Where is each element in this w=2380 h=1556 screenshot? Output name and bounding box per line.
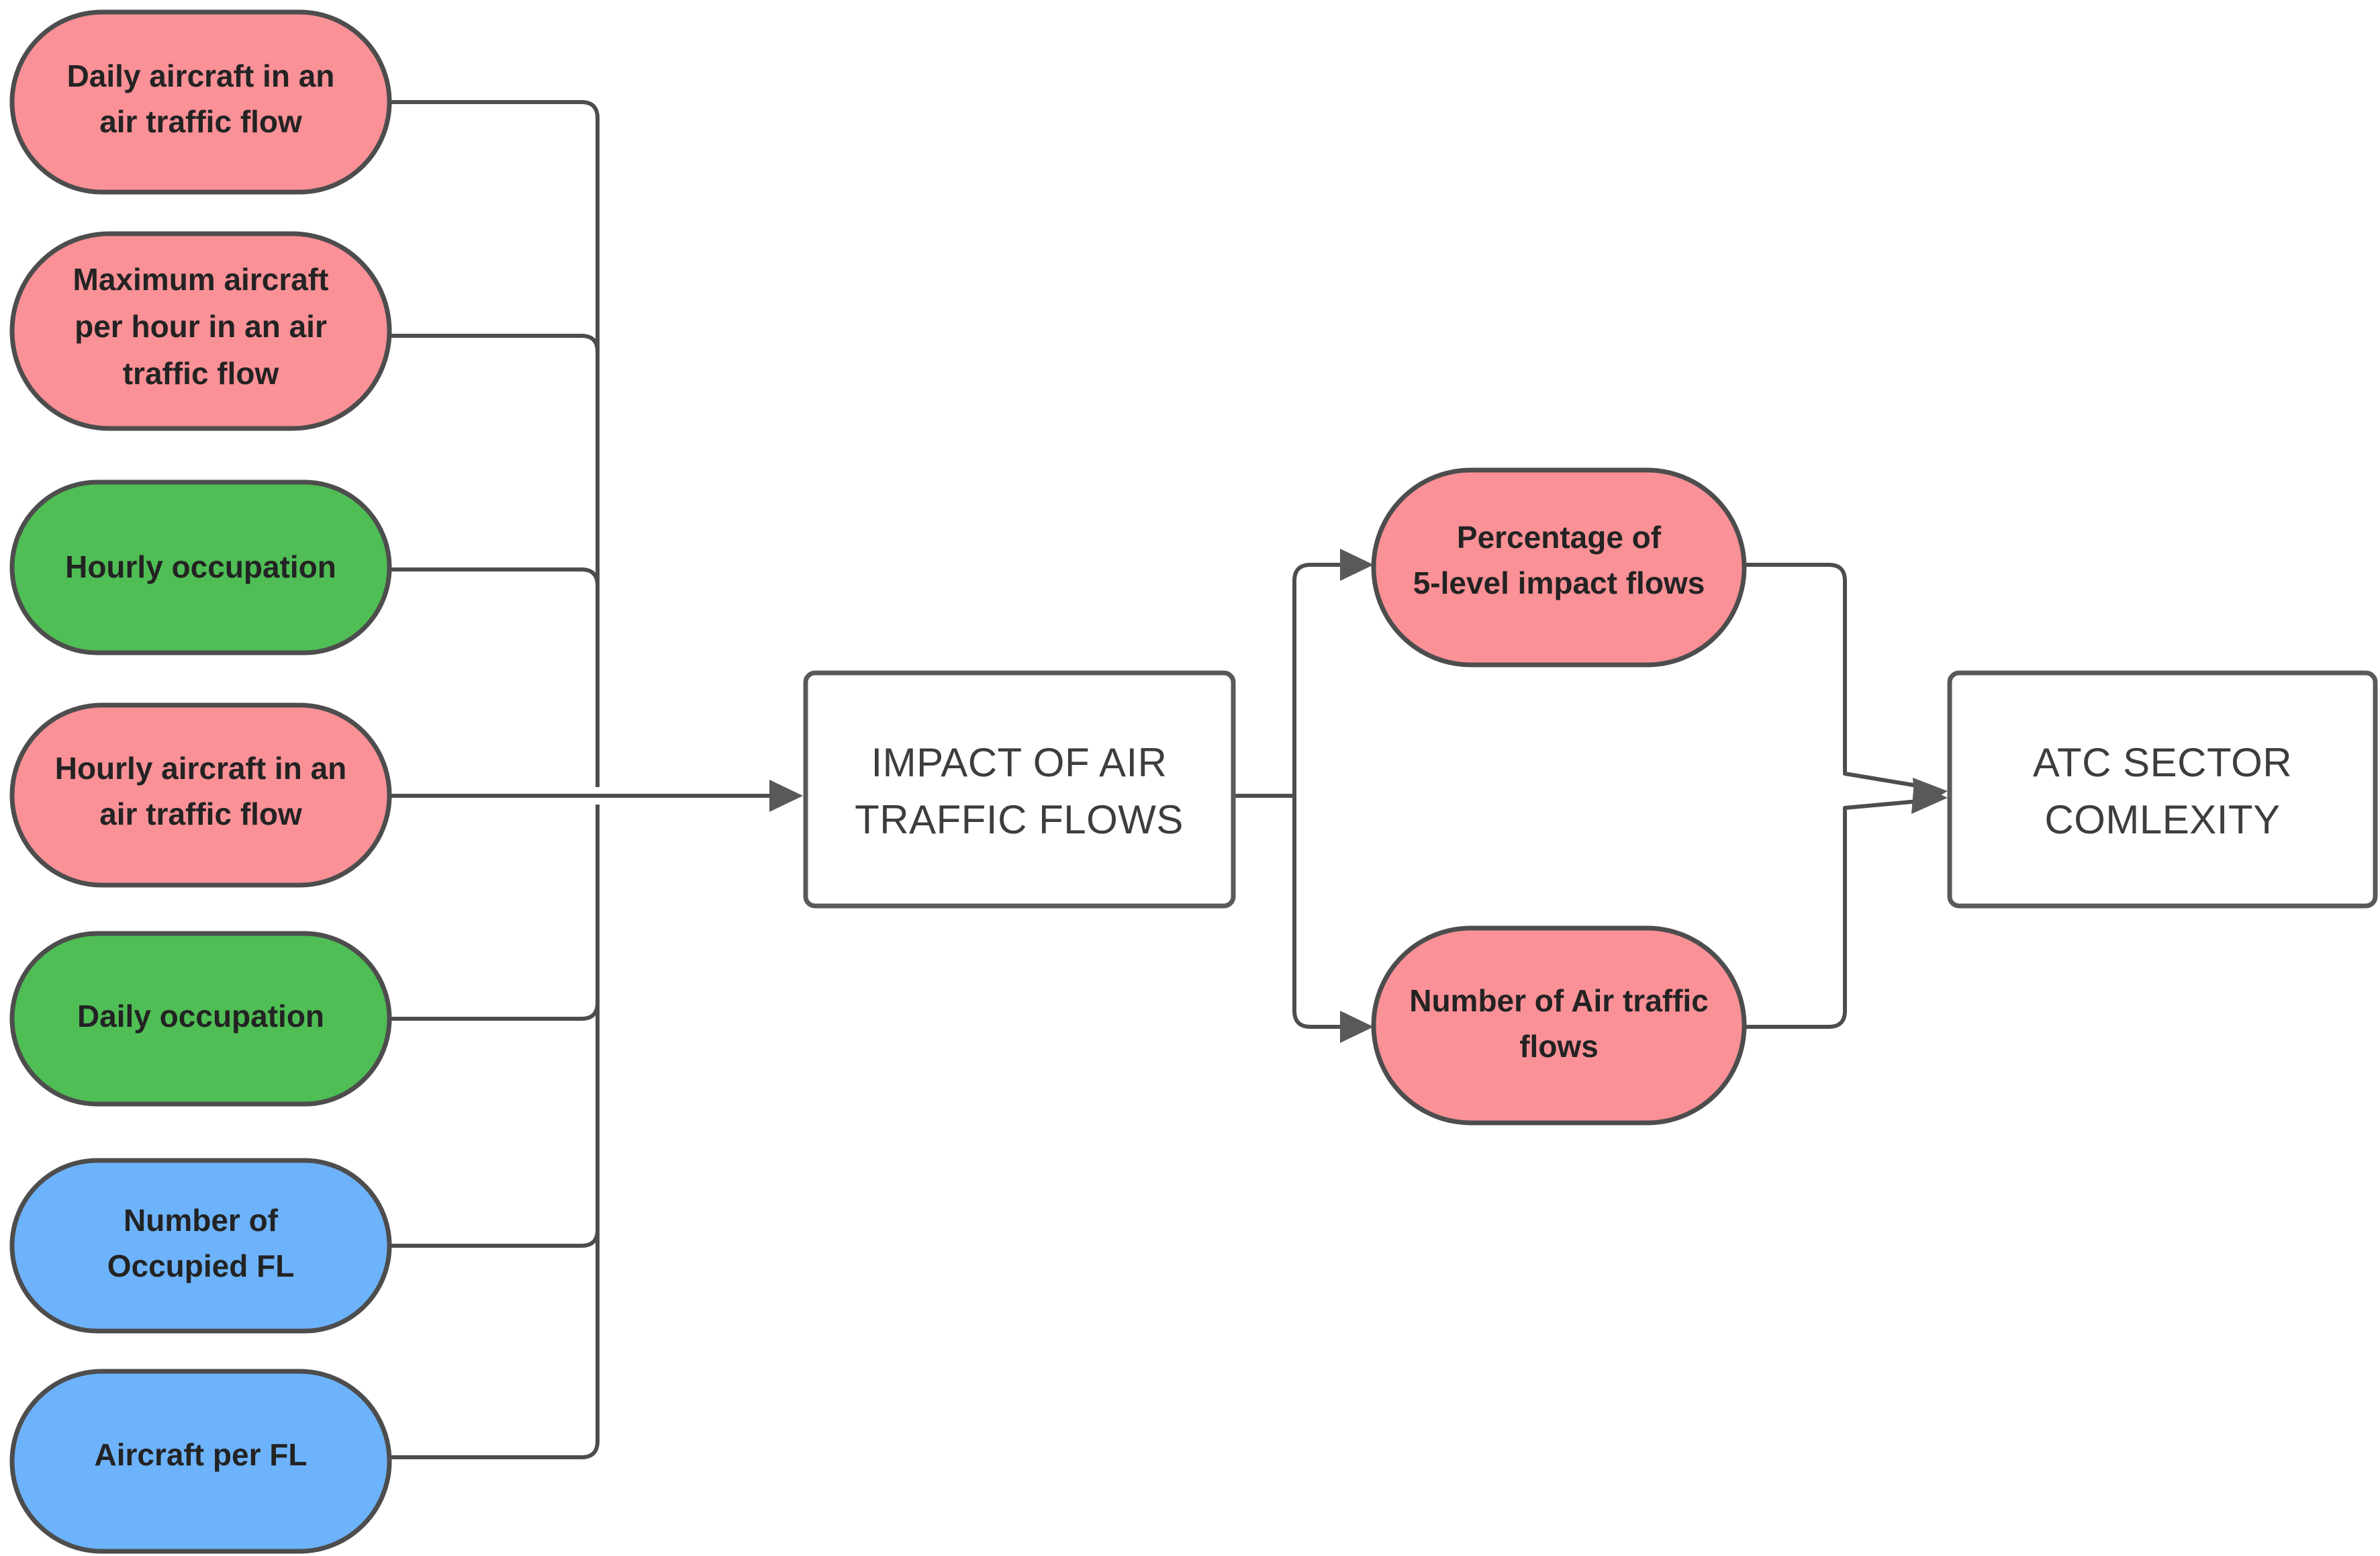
arrowhead-into-center-box [769,780,803,812]
arrowhead-into-percentage-flows [1340,549,1374,581]
node-daily-aircraft-flow[interactable]: Daily aircraft in an air traffic flow [9,9,392,195]
node-hourly-occupation[interactable]: Hourly occupation [9,479,392,655]
node-max-aircraft-hour-flow[interactable]: Maximum aircraft per hour in an air traf… [9,231,392,431]
node-atc-sector-comlexity-line-1: ATC SECTOR [2033,740,2292,785]
node-percentage-5-level-impact-flows[interactable]: Percentage of 5-level impact flows [1371,467,1747,668]
node-number-occupied-fl[interactable]: Number of Occupied FL [9,1158,392,1334]
node-hourly-occupation-shape[interactable] [9,479,392,655]
node-impact-of-air-traffic-flows-shape[interactable] [803,670,1236,909]
node-number-of-air-traffic-flows-line-2: flows [1519,1029,1599,1064]
edge-daily-occupation [389,805,600,1021]
node-percentage-5-level-impact-flows-shape[interactable] [1371,467,1747,668]
node-aircraft-per-fl-line-1: Aircraft per FL [95,1437,307,1472]
node-impact-of-air-traffic-flows-line-1: IMPACT OF AIR [871,740,1167,785]
node-number-of-air-traffic-flows-shape[interactable] [1371,925,1747,1126]
node-atc-sector-comlexity-shape[interactable] [1947,670,2378,909]
node-daily-aircraft-flow-line-1: Daily aircraft in an [67,58,335,93]
node-impact-of-air-traffic-flows[interactable]: IMPACT OF AIR TRAFFIC FLOWS [803,670,1236,909]
edge-percentage-flows-to-atc [1744,563,1934,790]
arrowhead-into-atc-lower [1911,782,1948,814]
node-atc-sector-comlexity-line-2: COMLEXITY [2044,797,2280,842]
node-daily-aircraft-flow-shape[interactable] [9,9,392,195]
node-daily-aircraft-flow-line-2: air traffic flow [99,104,302,139]
node-percentage-5-level-impact-flows-line-1: Percentage of [1457,520,1662,555]
node-atc-sector-comlexity[interactable]: ATC SECTOR COMLEXITY [1947,670,2378,909]
node-impact-of-air-traffic-flows-line-2: TRAFFIC FLOWS [855,797,1184,842]
edge-group-inputs-to-center [389,100,803,1459]
node-hourly-aircraft-flow-line-1: Hourly aircraft in an [55,751,347,786]
node-daily-occupation-line-1: Daily occupation [77,999,324,1034]
node-hourly-occupation-line-1: Hourly occupation [65,549,336,584]
edge-center-to-number-flows [1292,796,1358,1029]
node-max-aircraft-hour-flow-line-3: traffic flow [123,356,279,391]
node-number-of-air-traffic-flows[interactable]: Number of Air traffic flows [1371,925,1747,1126]
node-max-aircraft-hour-flow-line-1: Maximum aircraft [73,262,329,297]
node-hourly-aircraft-flow-line-2: air traffic flow [99,796,302,831]
node-number-of-air-traffic-flows-line-1: Number of Air traffic [1409,983,1709,1018]
edge-number-flows-to-atc [1744,798,1934,1029]
node-aircraft-per-fl[interactable]: Aircraft per FL [9,1369,392,1554]
edge-group-outputs-to-result [1744,563,1948,1029]
arrowhead-into-number-flows [1340,1011,1374,1043]
edge-center-to-percentage-flows [1292,563,1358,796]
edge-aircraft-per-fl [389,805,600,1459]
edge-daily-aircraft-flow [389,100,600,787]
node-hourly-aircraft-flow-shape[interactable] [9,702,392,888]
node-number-occupied-fl-line-1: Number of [124,1203,279,1238]
edge-hourly-occupation [389,567,600,787]
node-hourly-aircraft-flow[interactable]: Hourly aircraft in an air traffic flow [9,702,392,888]
edge-group-center-to-outputs [1233,549,1374,1043]
node-aircraft-per-fl-shape[interactable] [9,1369,392,1554]
edge-max-aircraft-hour-flow [389,334,600,787]
node-daily-occupation[interactable]: Daily occupation [9,931,392,1107]
node-max-aircraft-hour-flow-line-2: per hour in an air [75,309,327,344]
node-max-aircraft-hour-flow-shape[interactable] [9,231,392,431]
node-percentage-5-level-impact-flows-line-2: 5-level impact flows [1413,565,1705,600]
node-daily-occupation-shape[interactable] [9,931,392,1107]
node-number-occupied-fl-shape[interactable] [9,1158,392,1334]
node-number-occupied-fl-line-2: Occupied FL [107,1248,295,1283]
edge-number-occupied-fl [389,805,600,1248]
